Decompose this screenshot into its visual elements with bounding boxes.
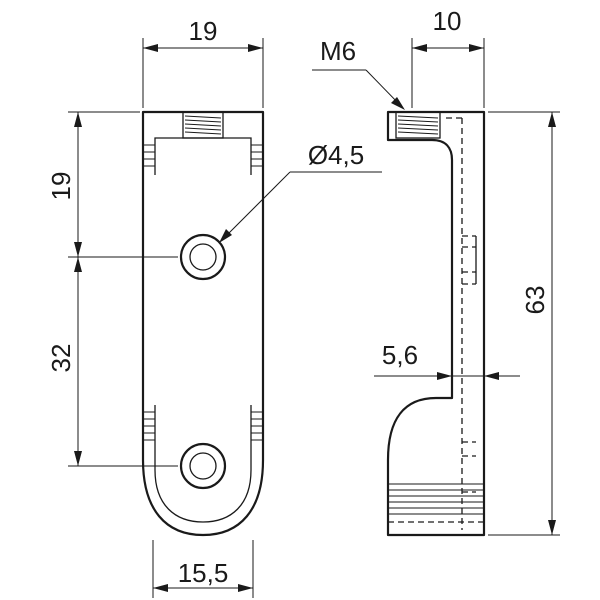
front-height-lower-label: 32 (46, 344, 76, 373)
front-channel-upper (154, 137, 252, 175)
side-total-height-label: 63 (520, 286, 550, 315)
side-total-height-dimension (488, 111, 560, 536)
front-width-top-dimension (142, 38, 264, 108)
side-thread-insert (395, 111, 441, 139)
side-width-top-dimension (411, 38, 485, 108)
front-height-upper-label: 19 (46, 172, 76, 201)
side-thread-lines (397, 115, 439, 135)
thread-label: M6 (320, 36, 356, 66)
front-outline (141, 110, 265, 537)
lower-hole-inner (189, 452, 217, 480)
hole-diameter-label: Ø4,5 (308, 140, 364, 170)
upper-hole-outer (179, 233, 227, 281)
front-view (141, 110, 265, 537)
side-notches (462, 235, 477, 493)
side-thickness-dimension (374, 372, 520, 380)
front-width-bottom-dimension (152, 540, 254, 598)
side-bottom-ribs (388, 483, 484, 523)
side-outline (386, 110, 486, 537)
front-ribs-upper (143, 144, 263, 167)
upper-hole-inner (189, 243, 217, 271)
front-thread-lines (184, 115, 222, 135)
front-height-dimensions (68, 111, 178, 467)
side-thickness-label: 5,6 (382, 340, 418, 370)
front-channel-lower (154, 405, 252, 523)
front-ribs-lower (143, 411, 263, 441)
front-width-bottom-label: 15,5 (178, 558, 229, 588)
lower-hole-outer (179, 442, 227, 490)
side-width-top-label: 10 (433, 6, 462, 36)
thread-leader (312, 69, 405, 110)
side-view (386, 110, 486, 537)
hole-diameter-leader (219, 171, 382, 243)
front-width-top-label: 19 (189, 16, 218, 46)
front-thread-insert (182, 111, 224, 139)
